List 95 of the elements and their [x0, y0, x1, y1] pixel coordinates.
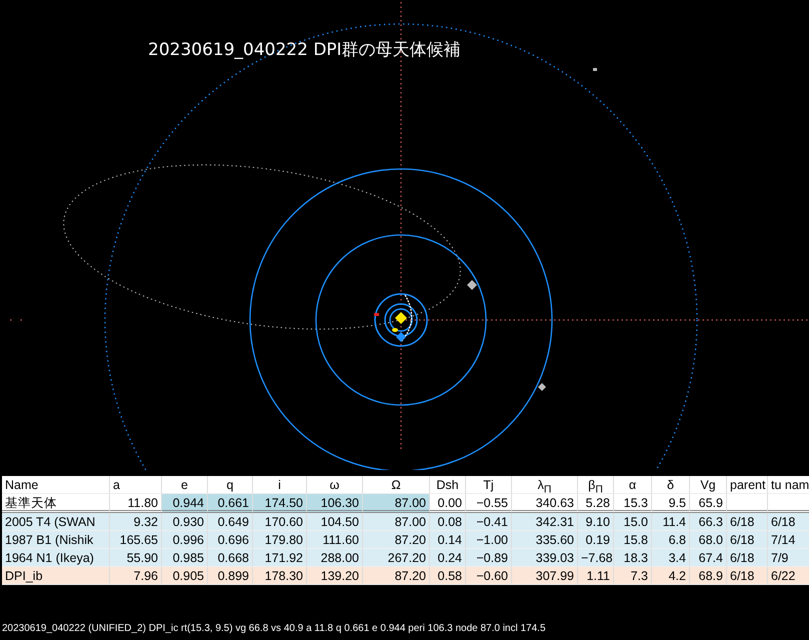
- table-cell: 7/9: [768, 549, 809, 567]
- table-cell: 87.00: [363, 513, 430, 531]
- table-cell: 288.00: [307, 549, 363, 567]
- table-cell: 0.14: [430, 531, 466, 549]
- table-cell: 1964 N1 (Ikeya): [2, 549, 110, 567]
- table-cell: −0.41: [466, 513, 512, 531]
- table-cell: 7.3: [614, 567, 652, 585]
- table-cell: −1.00: [466, 531, 512, 549]
- column-header: parent: [727, 476, 768, 494]
- table-cell: 6/18: [727, 513, 768, 531]
- table-cell: 6/22: [768, 567, 809, 585]
- table-cell: 0.649: [208, 513, 253, 531]
- table-cell: 0.668: [208, 549, 253, 567]
- table-cell: 15.3: [614, 494, 652, 513]
- table-cell: −0.60: [466, 567, 512, 585]
- table-cell: 87.20: [363, 567, 430, 585]
- table-cell: 18.3: [614, 549, 652, 567]
- table-cell: 0.58: [430, 567, 466, 585]
- column-header: q: [208, 476, 253, 494]
- table-cell: −0.89: [466, 549, 512, 567]
- table-cell: 0.19: [578, 531, 614, 549]
- column-header: Vg: [690, 476, 727, 494]
- table-cell: 3.4: [652, 549, 690, 567]
- table-cell: 9.32: [110, 513, 162, 531]
- table-cell: −0.55: [466, 494, 512, 513]
- column-header: α: [614, 476, 652, 494]
- table-cell: 165.65: [110, 531, 162, 549]
- table-cell: 6/18: [727, 531, 768, 549]
- table-cell: 171.92: [253, 549, 307, 567]
- table-cell: 15.0: [614, 513, 652, 531]
- table-cell: 9.10: [578, 513, 614, 531]
- table-cell: 111.60: [307, 531, 363, 549]
- table-cell: 15.8: [614, 531, 652, 549]
- chart-title: 20230619_040222 DPI群の母天体候補: [148, 39, 461, 61]
- table-cell: 9.5: [652, 494, 690, 513]
- table-cell: 7/14: [768, 531, 809, 549]
- table-cell: 104.50: [307, 513, 363, 531]
- column-header: i: [253, 476, 307, 494]
- table-cell: 7.96: [110, 567, 162, 585]
- table-cell: 68.9: [690, 567, 727, 585]
- column-header: δ: [652, 476, 690, 494]
- table-cell: −7.68: [578, 549, 614, 567]
- table-cell: 4.2: [652, 567, 690, 585]
- table-cell: 335.60: [512, 531, 578, 549]
- table-cell: 0.24: [430, 549, 466, 567]
- table-cell: 87.20: [363, 531, 430, 549]
- column-header: β$_{Π}$: [578, 476, 614, 494]
- table-cell: 307.99: [512, 567, 578, 585]
- table-cell: 67.4: [690, 549, 727, 567]
- table-cell: 68.0: [690, 531, 727, 549]
- table-cell: 0.985: [162, 549, 208, 567]
- table-cell: 0.696: [208, 531, 253, 549]
- column-header: Name: [2, 476, 110, 494]
- table-cell: 55.90: [110, 549, 162, 567]
- table-cell: DPI_ib: [2, 567, 110, 585]
- column-header: λ$_{Π}$: [512, 476, 578, 494]
- table-cell: 6/18: [727, 549, 768, 567]
- table-cell: 1.11: [578, 567, 614, 585]
- table-cell: 0.00: [430, 494, 466, 513]
- table-cell: 基準天体: [2, 494, 110, 513]
- table-cell: 11.80: [110, 494, 162, 513]
- column-header: ω: [307, 476, 363, 494]
- column-header: Ω: [363, 476, 430, 494]
- status-caption: 20230619_040222 (UNIFIED_2) DPI_ic rt(15.3, 9.5) vg 66.8 vs 40.9 a 11.8 q 0.661 e 0.944 peri 106.3 node 87.0 incl 174.5: [2, 623, 546, 634]
- table-cell: 0.996: [162, 531, 208, 549]
- table-cell: 0.661: [208, 494, 253, 513]
- table-cell: 66.3: [690, 513, 727, 531]
- table-cell: 5.28: [578, 494, 614, 513]
- column-header: Dsh: [430, 476, 466, 494]
- table-cell: 106.30: [307, 494, 363, 513]
- table-cell: 0.08: [430, 513, 466, 531]
- table-cell: 11.4: [652, 513, 690, 531]
- table-cell: 6/18: [727, 567, 768, 585]
- table-cell: 2005 T4 (SWAN: [2, 513, 110, 531]
- table-cell: 139.20: [307, 567, 363, 585]
- table-cell: 0.899: [208, 567, 253, 585]
- table-cell: 178.30: [253, 567, 307, 585]
- table-cell: 0.905: [162, 567, 208, 585]
- table-cell: 87.00: [363, 494, 430, 513]
- table-cell: 6.8: [652, 531, 690, 549]
- table-cell: 0.930: [162, 513, 208, 531]
- table-cell: 6/18: [768, 513, 809, 531]
- column-header: Tj: [466, 476, 512, 494]
- column-header: e: [162, 476, 208, 494]
- table-cell: 179.80: [253, 531, 307, 549]
- table-cell: 170.60: [253, 513, 307, 531]
- table-cell: 339.03: [512, 549, 578, 567]
- table-cell: 342.31: [512, 513, 578, 531]
- table-cell: 0.944: [162, 494, 208, 513]
- table-cell: 65.9: [690, 494, 727, 513]
- column-header: a: [110, 476, 162, 494]
- table-cell: 174.50: [253, 494, 307, 513]
- table-cell: 1987 B1 (Nishik: [2, 531, 110, 549]
- table-cell: 340.63: [512, 494, 578, 513]
- table-cell: 267.20: [363, 549, 430, 567]
